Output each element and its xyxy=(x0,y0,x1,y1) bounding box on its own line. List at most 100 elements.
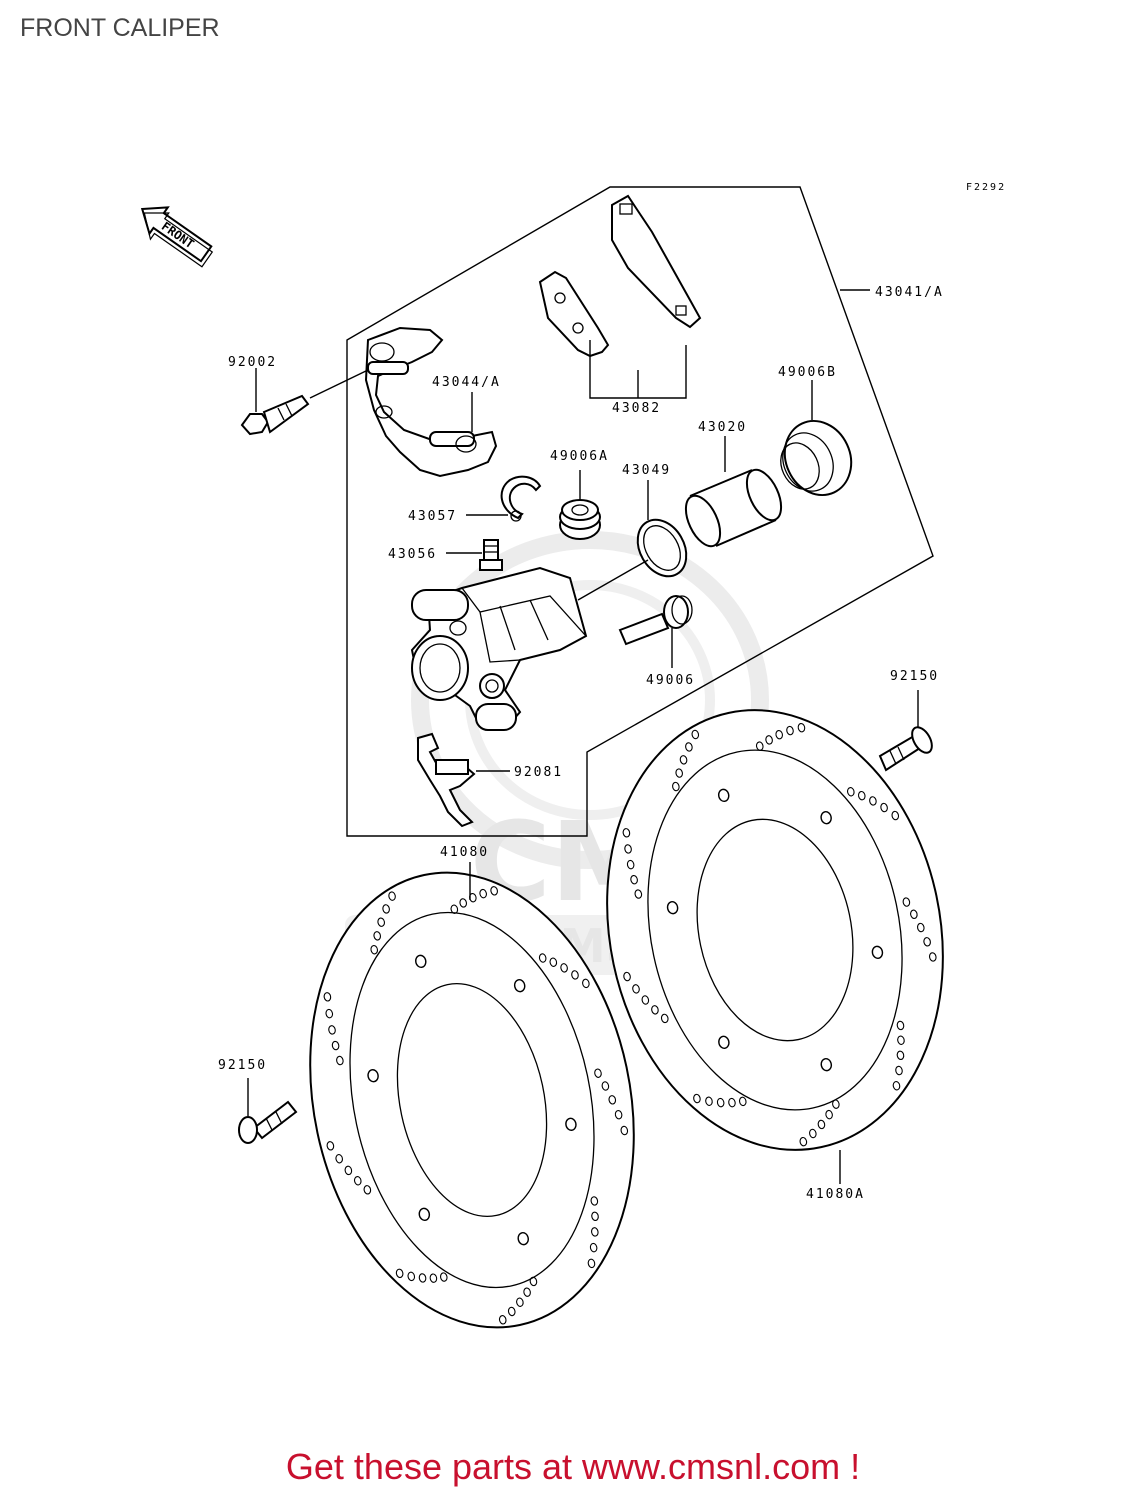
disc-drill-hole xyxy=(614,1109,623,1120)
disc-bolt-hole xyxy=(666,900,679,915)
disc-drill-hole xyxy=(353,1176,362,1186)
disc-drill-hole xyxy=(594,1068,602,1078)
disc-drill-hole xyxy=(336,1055,344,1066)
disc-drill-hole xyxy=(323,992,332,1002)
disc-drill-hole xyxy=(590,1196,599,1206)
disc-drill-hole xyxy=(450,904,459,914)
bolt-92150-right xyxy=(878,726,933,772)
piston-43020 xyxy=(684,468,783,548)
clip-43057 xyxy=(500,475,542,520)
disc-drill-hole xyxy=(672,781,680,792)
disc-drill-hole xyxy=(685,742,693,752)
disc-drill-hole xyxy=(765,735,773,745)
disc-drill-hole xyxy=(479,888,487,899)
disc-drill-hole xyxy=(880,802,888,813)
disc-drill-hole xyxy=(641,995,650,1005)
disc-drill-hole xyxy=(775,729,784,740)
bleeder-valve-43056 xyxy=(479,539,503,571)
disc-drill-hole xyxy=(738,1096,747,1107)
dust-boot-49006A xyxy=(559,499,601,540)
disc-drill-hole xyxy=(591,1227,599,1237)
disc-drill-hole xyxy=(601,1081,610,1091)
brake-disc-41080A xyxy=(606,709,944,1151)
disc-drill-hole xyxy=(429,1273,438,1283)
disc-drill-hole xyxy=(538,953,547,963)
part-label-43056: 43056 xyxy=(388,547,437,562)
disc-drill-hole xyxy=(498,1315,507,1325)
disc-drill-hole xyxy=(679,755,688,765)
disc-drill-hole xyxy=(910,909,918,919)
disc-drill-hole xyxy=(622,828,631,838)
part-label-49006A: 49006A xyxy=(550,449,609,464)
bolt-92002 xyxy=(240,394,310,436)
disc-drill-hole xyxy=(507,1306,516,1317)
disc-drill-hole xyxy=(897,1035,905,1045)
disc-bolt-hole xyxy=(820,1057,833,1072)
part-label-43044: 43044/A xyxy=(432,375,501,390)
disc-drill-hole xyxy=(895,1065,903,1076)
disc-drill-hole xyxy=(523,1287,531,1297)
disc-drill-hole xyxy=(560,963,568,973)
disc-drill-hole xyxy=(892,1081,901,1091)
disc-drill-hole xyxy=(418,1273,427,1283)
disc-drill-hole xyxy=(439,1272,448,1282)
disc-drill-hole xyxy=(902,897,911,907)
disc-drill-hole xyxy=(857,790,866,801)
part-label-92150-left: 92150 xyxy=(218,1058,267,1073)
brake-pad-43082 xyxy=(538,194,702,358)
part-label-43020: 43020 xyxy=(698,420,747,435)
disc-drill-hole xyxy=(891,810,900,821)
disc-drill-hole xyxy=(549,957,558,967)
part-label-49006B: 49006B xyxy=(778,365,837,380)
disc-drill-hole xyxy=(896,1020,905,1031)
disc-drill-hole xyxy=(591,1211,599,1222)
disc-drill-hole xyxy=(660,1013,669,1024)
disc-drill-hole xyxy=(634,889,643,899)
disc-bolt-hole xyxy=(418,1207,431,1222)
disc-drill-hole xyxy=(705,1096,713,1106)
disc-drill-hole xyxy=(407,1271,416,1282)
part-label-41080A: 41080A xyxy=(806,1187,865,1202)
disc-bolt-hole xyxy=(565,1117,577,1131)
disc-bolt-hole xyxy=(718,1035,730,1049)
disc-drill-hole xyxy=(797,722,806,733)
disc-drill-hole xyxy=(869,796,877,806)
disc-drill-hole xyxy=(608,1095,617,1105)
disc-drill-hole xyxy=(623,971,631,982)
front-arrow: FRONT xyxy=(140,206,214,268)
caliper-body xyxy=(410,566,588,731)
disc-drill-hole xyxy=(395,1268,404,1279)
drawing-code: F2292 xyxy=(966,182,1006,193)
disc-drill-hole xyxy=(651,1005,659,1015)
disc-drill-hole xyxy=(917,922,925,933)
disc-bolt-hole xyxy=(513,978,526,993)
disc-drill-hole xyxy=(331,1040,340,1051)
disc-drill-hole xyxy=(847,787,855,797)
disc-drill-hole xyxy=(335,1154,343,1164)
piston-seal-43049 xyxy=(636,518,688,578)
disc-drill-hole xyxy=(326,1141,335,1151)
part-label-43082: 43082 xyxy=(612,401,661,416)
disc-drill-hole xyxy=(377,917,385,927)
disc-drill-hole xyxy=(675,768,683,778)
disc-drill-hole xyxy=(328,1025,336,1035)
part-label-43057: 43057 xyxy=(408,509,457,524)
disc-bolt-hole xyxy=(871,945,884,960)
part-label-41080: 41080 xyxy=(440,845,489,860)
disc-drill-hole xyxy=(809,1128,817,1139)
disc-drill-hole xyxy=(325,1008,334,1019)
disc-drill-hole xyxy=(630,874,638,885)
disc-drill-hole xyxy=(896,1050,905,1061)
disc-drill-hole xyxy=(799,1136,808,1147)
part-label-49006: 49006 xyxy=(646,673,695,688)
slide-pin-49006 xyxy=(618,595,693,646)
disc-drill-hole xyxy=(388,891,396,901)
disc-drill-hole xyxy=(786,725,794,736)
disc-drill-hole xyxy=(817,1119,826,1130)
disc-bolt-hole xyxy=(517,1231,529,1246)
disc-drill-hole xyxy=(516,1297,524,1307)
disc-drill-hole xyxy=(728,1097,736,1108)
footer-link[interactable]: Get these parts at www.cmsnl.com ! xyxy=(285,1446,861,1487)
caliper-assembly-outline xyxy=(346,186,934,837)
disc-drill-hole xyxy=(624,844,632,854)
